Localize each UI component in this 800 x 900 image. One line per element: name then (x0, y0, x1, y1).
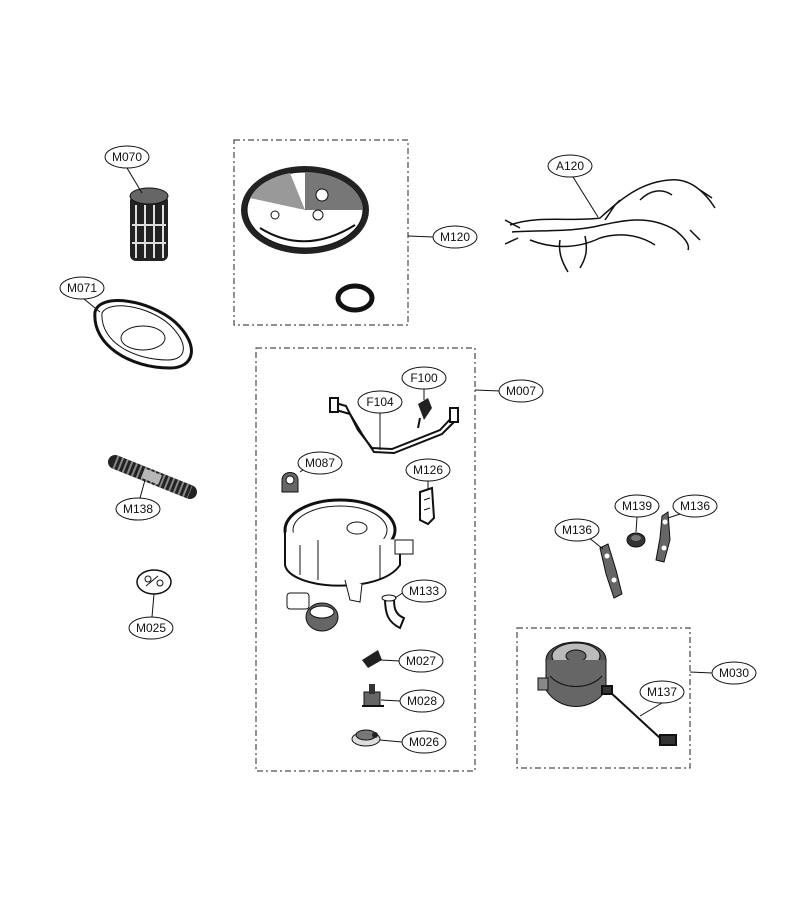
label-f100: F100 (401, 366, 447, 390)
part-m028-valve (362, 684, 384, 707)
svg-text:M126: M126 (413, 463, 443, 477)
label-m070: M070 (104, 145, 150, 169)
part-m133-elbow (381, 594, 406, 630)
svg-text:M137: M137 (647, 685, 677, 699)
part-m087-valve (281, 472, 299, 493)
svg-text:M136: M136 (562, 523, 592, 537)
svg-text:M007: M007 (506, 384, 536, 398)
svg-text:M133: M133 (409, 584, 439, 598)
part-m025-cap (136, 569, 172, 595)
svg-text:M070: M070 (112, 150, 142, 164)
label-m025: M025 (128, 616, 174, 640)
svg-text:M138: M138 (123, 502, 153, 516)
svg-text:M120: M120 (440, 230, 470, 244)
label-m139: M139 (614, 494, 660, 518)
label-m136-left: M136 (554, 518, 600, 542)
label-m028: M028 (399, 689, 445, 713)
part-m136-bracket-right (655, 511, 671, 563)
svg-text:M139: M139 (622, 499, 652, 513)
part-m138-hose (108, 455, 197, 499)
label-m136-right: M136 (672, 494, 718, 518)
part-m126-bracket (419, 486, 436, 526)
svg-text:M087: M087 (305, 456, 335, 470)
group-box-m007 (255, 347, 476, 772)
part-m027-sensor (362, 650, 382, 668)
part-sump-outlet (286, 592, 339, 632)
part-m120-ring (335, 283, 375, 313)
svg-text:A120: A120 (556, 159, 584, 173)
label-m026: M026 (401, 730, 447, 754)
label-m138: M138 (115, 497, 161, 521)
svg-text:M025: M025 (136, 621, 166, 635)
label-f104: F104 (357, 390, 403, 414)
svg-text:M027: M027 (406, 654, 436, 668)
label-m120: M120 (432, 225, 478, 249)
label-m087: M087 (297, 451, 343, 475)
svg-text:M071: M071 (67, 281, 97, 295)
label-m133: M133 (401, 579, 447, 603)
label-m007: M007 (498, 379, 544, 403)
label-m030: M030 (711, 661, 757, 685)
label-m027: M027 (398, 649, 444, 673)
label-a120: A120 (547, 154, 593, 178)
svg-text:M028: M028 (407, 694, 437, 708)
part-m139-grommet (626, 532, 646, 548)
part-f100-clip (417, 398, 432, 429)
label-m126: M126 (405, 458, 451, 482)
group-box-m120 (233, 139, 409, 326)
part-m026-cap (351, 729, 381, 747)
part-m070-filter (129, 187, 169, 261)
part-a120-harness (504, 179, 716, 273)
label-m071: M071 (59, 276, 105, 300)
svg-text:M026: M026 (409, 735, 439, 749)
svg-text:M030: M030 (719, 666, 749, 680)
part-f104-pipe (329, 397, 459, 455)
svg-text:M136: M136 (680, 499, 710, 513)
svg-text:F100: F100 (410, 371, 438, 385)
part-m136-bracket-left (599, 543, 623, 599)
label-m137: M137 (639, 680, 685, 704)
part-sump-housing (283, 498, 414, 603)
part-m120-spray-disk (241, 166, 369, 254)
svg-text:F104: F104 (366, 395, 394, 409)
part-m030-motor (537, 641, 607, 707)
part-m137-cord (601, 685, 677, 746)
part-m071-gasket (93, 299, 193, 370)
group-box-m030 (516, 627, 691, 769)
